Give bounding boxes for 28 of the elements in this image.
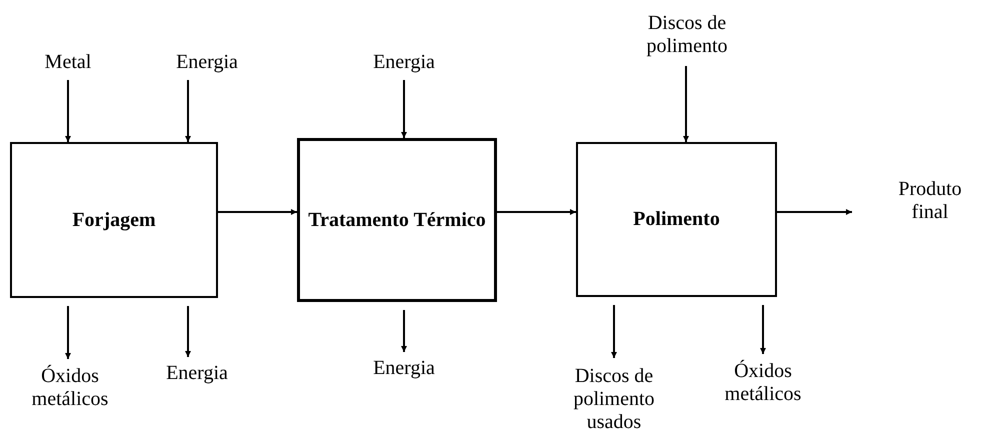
arrow <box>497 209 576 215</box>
process-box <box>576 142 777 297</box>
flow-label: Energia <box>359 50 449 74</box>
arrow <box>760 305 766 354</box>
process-box <box>10 142 218 298</box>
process-box <box>297 138 497 302</box>
arrow <box>777 209 852 215</box>
arrow <box>65 80 71 142</box>
flow-label: Energia <box>162 50 252 74</box>
arrow <box>401 310 407 352</box>
arrow <box>683 66 689 142</box>
flow-label: Óxidos metálicos <box>25 363 115 413</box>
arrow <box>65 306 71 359</box>
arrow <box>218 209 297 215</box>
arrow <box>611 305 617 358</box>
flow-label: Discos de polimento usados <box>560 362 668 437</box>
arrow <box>401 80 407 138</box>
process-name: Forjagem <box>72 208 156 232</box>
flow-label: Óxidos metálicos <box>718 358 808 408</box>
arrow <box>185 80 191 142</box>
process-name: Polimento <box>633 208 720 231</box>
flow-label: Metal <box>38 50 98 74</box>
process-name: Tratamento Térmico <box>308 208 486 232</box>
flow-label: Discos de polimento <box>641 10 733 60</box>
flow-label: Produto final <box>888 176 972 226</box>
flow-label: Energia <box>152 361 242 385</box>
flow-label: Energia <box>359 356 449 380</box>
arrow <box>185 306 191 357</box>
